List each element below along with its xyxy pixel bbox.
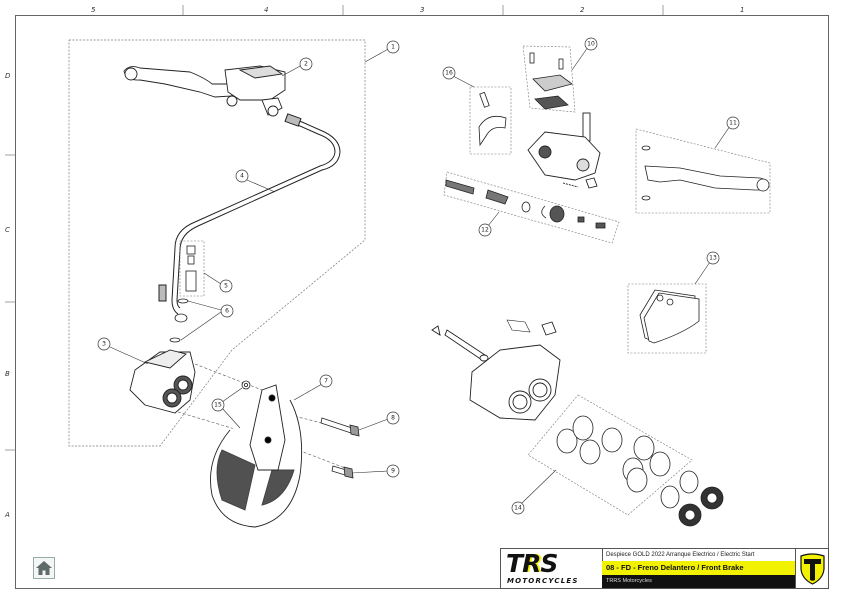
callout-11: 11 <box>714 116 740 149</box>
svg-text:3: 3 <box>102 341 106 348</box>
piston-seal-kit-outline <box>527 394 693 516</box>
callout-1: 1 <box>364 40 400 63</box>
brake-pads-drawing <box>639 289 700 344</box>
svg-text:13: 13 <box>709 255 717 262</box>
logo-brand-main: TRS <box>506 549 558 578</box>
svg-text:5: 5 <box>224 283 228 290</box>
callout-9: 9 <box>351 464 400 478</box>
drawing-title: 08 - FD - Freno Delantero / Front Brake <box>602 561 795 575</box>
title-text: Despiece GOLD 2022 Arranque Electrico / … <box>602 549 795 588</box>
zone-row-d: D <box>5 72 11 80</box>
callout-10: 10 <box>571 37 598 71</box>
lever-kit-drawing <box>641 145 770 201</box>
zone-column-2: 2 <box>580 6 585 14</box>
cap-kit-drawing <box>529 52 573 110</box>
pads-outline <box>627 283 707 354</box>
callout-8: 8 <box>358 411 400 431</box>
zone-row-a: A <box>5 511 10 519</box>
zone-column-1: 1 <box>740 6 745 14</box>
callout-5: 5 <box>203 272 233 293</box>
callout-7: 7 <box>293 374 333 401</box>
callout-6: 6 <box>180 300 234 341</box>
callout-4: 4 <box>235 169 276 193</box>
sheet-frame <box>15 15 829 589</box>
callout-15: 15 <box>211 387 243 429</box>
bleeder-set-outline <box>179 240 205 297</box>
svg-text:9: 9 <box>391 468 395 475</box>
zone-column-5: 5 <box>91 6 96 14</box>
zone-column-4: 4 <box>264 6 269 14</box>
zone-row-b: B <box>5 370 10 378</box>
svg-text:11: 11 <box>729 120 737 127</box>
logo-brand-sub: MOTORCYCLES <box>507 577 579 585</box>
home-icon <box>36 561 52 575</box>
logo-letter-t: T <box>506 549 523 578</box>
home-button[interactable] <box>33 557 55 579</box>
washer-drawing <box>169 298 189 343</box>
svg-text:15: 15 <box>214 402 222 409</box>
callout-14: 14 <box>511 469 557 515</box>
piston-kit-drawing <box>445 179 606 229</box>
callout-13: 13 <box>694 251 720 285</box>
svg-text:10: 10 <box>587 41 595 48</box>
callout-12: 12 <box>478 211 500 237</box>
caliper-right-drawing <box>431 319 561 421</box>
disc-guard-drawing <box>210 384 303 528</box>
zone-row-c: C <box>5 226 10 234</box>
svg-text:1: 1 <box>391 44 395 51</box>
master-cylinder-right-drawing <box>527 112 601 189</box>
brake-hose-drawing <box>158 113 341 315</box>
svg-text:14: 14 <box>514 505 522 512</box>
zone-ticks <box>5 5 664 451</box>
bleeder-set-drawing <box>185 245 197 292</box>
piston-kit-outline <box>443 171 620 244</box>
title-block: TRS MOTORCYCLES Despiece GOLD 2022 Arran… <box>500 548 829 589</box>
svg-text:8: 8 <box>391 415 395 422</box>
svg-text:4: 4 <box>240 173 244 180</box>
clamp-outline <box>469 86 512 155</box>
callout-2: 2 <box>281 57 313 77</box>
trs-logo: TRS MOTORCYCLES <box>501 549 603 588</box>
drawing-company: TRRS Motorcycles <box>602 575 795 588</box>
svg-text:16: 16 <box>445 70 453 77</box>
zone-column-3: 3 <box>420 6 425 14</box>
logo-letter-s: S <box>540 549 558 578</box>
svg-text:7: 7 <box>324 378 328 385</box>
callout-3: 3 <box>97 337 149 365</box>
svg-text:6: 6 <box>225 308 229 315</box>
clamp-drawing <box>478 91 507 147</box>
piston-seal-kit-drawing <box>556 415 724 527</box>
cap-kit-outline <box>522 45 576 113</box>
callout-16: 16 <box>442 66 475 88</box>
lever-kit-outline <box>635 128 771 214</box>
caliper-left-drawing <box>129 349 196 414</box>
trs-shield-icon <box>800 553 825 585</box>
master-cylinder-drawing <box>123 65 286 117</box>
svg-text:2: 2 <box>304 61 308 68</box>
callouts: 1 2 3 4 5 6 7 8 9 10 11 12 13 14 15 16 <box>97 37 740 515</box>
drawing-subtitle: Despiece GOLD 2022 Arranque Electrico / … <box>606 552 755 558</box>
svg-text:12: 12 <box>481 227 489 234</box>
kit-outline <box>68 39 366 447</box>
logo-letter-r: R <box>522 549 541 578</box>
caliper-bolts-drawing <box>320 417 360 479</box>
shield-cell <box>795 549 829 588</box>
